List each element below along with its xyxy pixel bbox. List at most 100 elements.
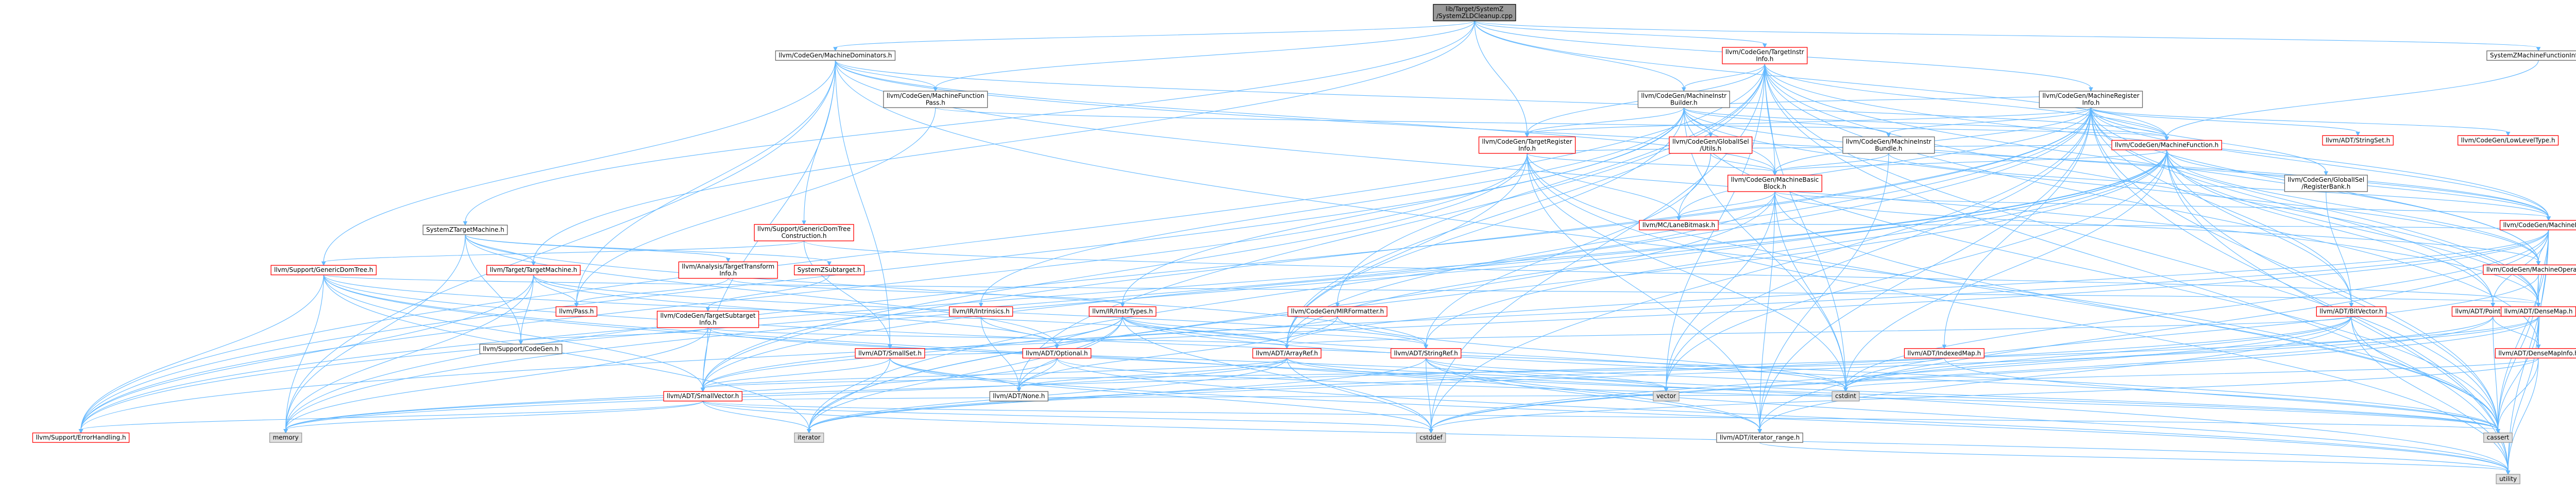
node-mop[interactable]: llvm/CodeGen/MachineOperand.h [2483, 264, 2576, 275]
node-machdom[interactable]: llvm/CodeGen/MachineDominators.h [775, 50, 896, 61]
node-stringref[interactable]: llvm/ADT/StringRef.h [1391, 348, 1462, 358]
node-label: llvm/Support/CodeGen.h [483, 345, 558, 352]
node-layer: lib/Target/SystemZ/SystemZLDCleanup.cpp l… [32, 4, 2576, 485]
node-memory: memory [269, 432, 302, 443]
node-label: llvm/CodeGen/MIRFormatter.h [1291, 308, 1384, 315]
node-mi[interactable]: llvm/CodeGen/MachineInstr.h [2499, 220, 2576, 231]
node-label-line: llvm/CodeGen/TargetRegister [1482, 138, 1572, 145]
edge-line [1122, 316, 1432, 430]
edge-line [80, 274, 534, 430]
edge-line [835, 60, 2167, 138]
edge-line [808, 358, 890, 430]
edge-instrtypes-to-stringref [1122, 316, 1429, 349]
node-densemap[interactable]: llvm/ADT/DenseMap.h [2500, 306, 2576, 317]
edge-line [323, 241, 805, 263]
node-densemapinfo[interactable]: llvm/ADT/DenseMapInfo.h [2495, 348, 2576, 358]
edge-arrowhead [1772, 171, 1777, 176]
edge-line [1774, 153, 1889, 173]
edge-mib-to-instrtypes [1120, 107, 1684, 307]
edge-line [702, 149, 2167, 389]
node-box [555, 306, 598, 317]
node-grb[interactable]: llvm/CodeGen/GlobalISel/RegisterBank.h [2284, 175, 2368, 192]
node-box [2111, 140, 2222, 150]
edge-targinstr-to-errh [78, 63, 1765, 434]
node-szsub[interactable]: SystemZSubtarget.h [794, 265, 865, 276]
node-label: llvm/Support/GenericDomTree.h [274, 266, 373, 273]
node-none[interactable]: llvm/ADT/None.h [989, 391, 1048, 402]
node-label: llvm/CodeGen/GlobalISel/Utils.h [1672, 138, 1749, 152]
node-label-line: llvm/CodeGen/MachineFunction.h [2115, 142, 2218, 149]
node-box [2316, 306, 2387, 317]
node-indexedmap[interactable]: llvm/ADT/IndexedMap.h [1904, 348, 1985, 358]
edge-line [1774, 149, 2167, 173]
node-intrin[interactable]: llvm/IR/Intrinsics.h [948, 306, 1013, 317]
node-root[interactable]: lib/Target/SystemZ/SystemZLDCleanup.cpp [1433, 4, 1516, 22]
edge-line [1944, 358, 2499, 430]
edge-line [323, 274, 2539, 304]
node-iterrange[interactable]: llvm/ADT/iterator_range.h [1716, 432, 1803, 443]
node-smallvector[interactable]: llvm/ADT/SmallVector.h [663, 391, 743, 402]
edge-line [1431, 316, 2352, 430]
node-gdt[interactable]: llvm/Support/GenericDomTree.h [270, 265, 377, 276]
node-mf[interactable]: llvm/CodeGen/MachineFunction.h [2111, 140, 2222, 150]
node-ttm[interactable]: llvm/Target/TargetMachine.h [486, 265, 581, 276]
node-errh[interactable]: llvm/Support/ErrorHandling.h [32, 432, 130, 443]
edge-root-to-mfpass [933, 21, 1475, 92]
edge-line [465, 21, 1475, 222]
node-label-line: llvm/CodeGen/MachineRegister [2042, 92, 2139, 99]
edge-bitvector-to-arrayref [1284, 316, 2352, 349]
node-label-line: llvm/ADT/DenseMap.h [2504, 308, 2573, 315]
node-bitvector[interactable]: llvm/ADT/BitVector.h [2316, 306, 2387, 317]
edge-line [1431, 316, 2539, 430]
node-label-line: llvm/Target/TargetMachine.h [490, 266, 577, 273]
edge-line [1845, 316, 2352, 389]
edge-line [80, 63, 1765, 430]
edge-root-to-mib [1474, 21, 1686, 92]
edge-line [1666, 150, 2167, 389]
node-box [2499, 220, 2576, 231]
node-box [1639, 220, 1719, 231]
node-box [1022, 348, 1092, 358]
node-lanebm[interactable]: llvm/MC/LaneBitmask.h [1639, 220, 1719, 231]
edge-mbb-to-iterrange [1757, 192, 1775, 434]
edge-smallvector-to-errh [78, 401, 703, 434]
node-optional[interactable]: llvm/ADT/Optional.h [1022, 348, 1092, 358]
node-instrtypes[interactable]: llvm/IR/InstrTypes.h [1089, 306, 1157, 317]
node-label-line: Info.h [699, 319, 717, 327]
edge-line [285, 274, 534, 430]
node-smallset[interactable]: llvm/ADT/SmallSet.h [855, 348, 925, 358]
node-box [794, 265, 865, 276]
node-label-line: vector [1656, 392, 1676, 400]
node-codegen[interactable]: llvm/Support/CodeGen.h [479, 344, 563, 354]
node-strset[interactable]: llvm/ADT/StringSet.h [2322, 135, 2394, 146]
edge-analysis-to-pass [574, 278, 728, 307]
edge-line [1845, 230, 2549, 389]
node-sztm[interactable]: SystemZTargetMachine.h [422, 225, 508, 235]
node-arrayref[interactable]: llvm/ADT/ArrayRef.h [1252, 348, 1321, 358]
node-mirfmt[interactable]: llvm/CodeGen/MIRFormatter.h [1287, 306, 1387, 317]
node-gisel[interactable]: llvm/CodeGen/GlobalISel/Utils.h [1669, 136, 1753, 154]
edge-mib-to-gisel [1683, 107, 1713, 138]
node-box [1653, 391, 1680, 402]
edge-line [323, 60, 836, 263]
edge-mib-to-mi [1683, 107, 2551, 221]
node-label: llvm/IR/InstrTypes.h [1092, 308, 1153, 315]
edge-line [285, 316, 2539, 430]
node-box [2495, 348, 2576, 358]
node-llt[interactable]: llvm/CodeGen/LowLevelType.h [2458, 135, 2559, 146]
node-pass[interactable]: llvm/Pass.h [555, 306, 598, 317]
node-szmfi[interactable]: SystemZMachineFunctionInfo.h [2486, 50, 2576, 61]
edge-tri-to-cassert [1527, 153, 2500, 434]
